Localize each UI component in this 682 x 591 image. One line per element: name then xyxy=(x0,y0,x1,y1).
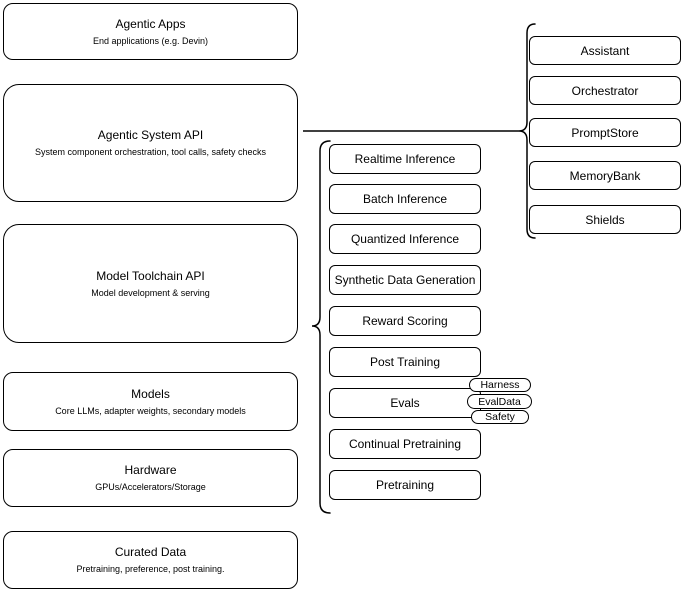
hardware-subtitle: GPUs/Accelerators/Storage xyxy=(95,482,206,492)
models-box: Models Core LLMs, adapter weights, secon… xyxy=(3,372,298,431)
agentic-system-api-box: Agentic System API System component orch… xyxy=(3,84,298,202)
node-reward-scoring: Reward Scoring xyxy=(329,306,481,336)
agentic-apps-box: Agentic Apps End applications (e.g. Devi… xyxy=(3,3,298,60)
node-post-training: Post Training xyxy=(329,347,481,377)
agentic-apps-title: Agentic Apps xyxy=(115,16,186,31)
pill-evaldata: EvalData xyxy=(467,394,532,409)
curated-data-title: Curated Data xyxy=(114,545,187,559)
model-toolchain-api-subtitle: Model development & serving xyxy=(91,287,210,298)
node-pretraining: Pretraining xyxy=(329,470,481,500)
node-orchestrator: Orchestrator xyxy=(529,76,681,105)
node-synthetic-data-generation: Synthetic Data Generation xyxy=(329,265,481,295)
node-memorybank: MemoryBank xyxy=(529,161,681,190)
node-batch-inference: Batch Inference xyxy=(329,184,481,214)
node-quantized-inference: Quantized Inference xyxy=(329,224,481,254)
node-assistant: Assistant xyxy=(529,36,681,65)
curated-data-box: Curated Data Pretraining, preference, po… xyxy=(3,531,298,589)
model-toolchain-api-box: Model Toolchain API Model development & … xyxy=(3,224,298,343)
node-shields: Shields xyxy=(529,205,681,234)
models-title: Models xyxy=(131,386,170,401)
node-continual-pretraining: Continual Pretraining xyxy=(329,429,481,459)
agentic-system-api-title: Agentic System API xyxy=(97,128,204,142)
node-evals: Evals xyxy=(329,388,481,418)
agentic-apps-subtitle: End applications (e.g. Devin) xyxy=(92,35,209,46)
node-promptstore: PromptStore xyxy=(529,118,681,147)
hardware-box: Hardware GPUs/Accelerators/Storage xyxy=(3,449,298,507)
pill-harness: Harness xyxy=(469,378,531,392)
node-realtime-inference: Realtime Inference xyxy=(329,144,481,174)
curated-data-subtitle: Pretraining, preference, post training. xyxy=(76,564,225,574)
models-subtitle: Core LLMs, adapter weights, secondary mo… xyxy=(55,405,246,416)
model-toolchain-api-title: Model Toolchain API xyxy=(96,268,205,283)
agentic-system-api-subtitle: System component orchestration, tool cal… xyxy=(34,147,267,157)
toolchain-curly-brace xyxy=(311,140,331,514)
hardware-title: Hardware xyxy=(124,463,177,477)
pill-safety: Safety xyxy=(471,410,529,424)
